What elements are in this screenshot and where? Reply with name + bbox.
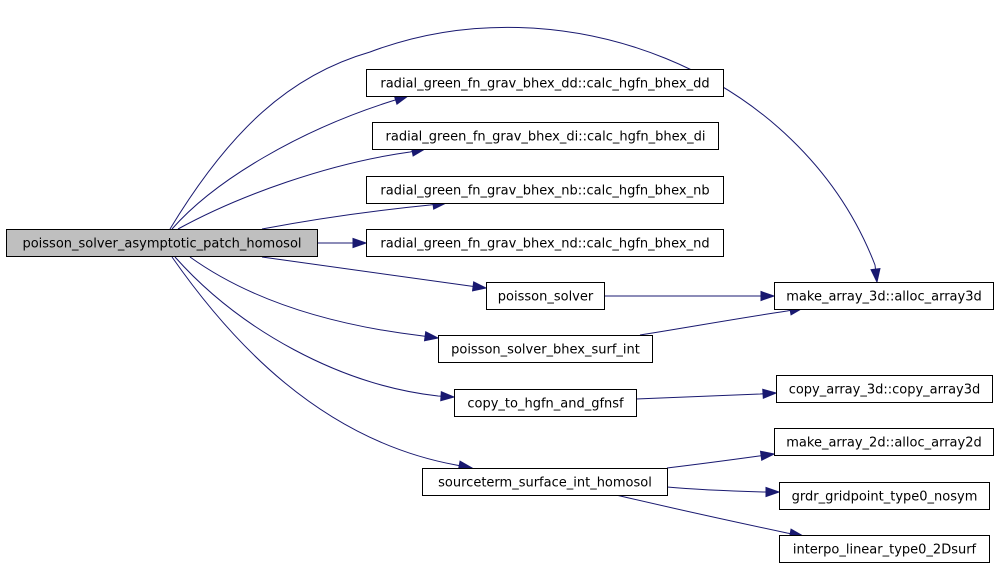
edge-arrowhead	[423, 331, 440, 342]
node-box[interactable]	[366, 69, 724, 97]
node-box[interactable]	[776, 375, 993, 403]
node-grdr[interactable]: grdr_gridpoint_type0_nosym	[779, 482, 990, 510]
node-box[interactable]	[774, 282, 994, 310]
edge-line	[177, 148, 426, 230]
node-label: make_array_2d::alloc_array2d	[786, 436, 981, 451]
edge-root-to-nb	[261, 199, 448, 230]
edge-root-to-ps	[261, 256, 488, 292]
node-ps[interactable]: poisson_solver	[486, 282, 605, 310]
edge-sth-to-a2d	[666, 450, 776, 469]
node-box[interactable]	[372, 122, 719, 150]
edge-cth-to-ca3	[635, 388, 778, 400]
edge-sth-to-ilin	[615, 494, 805, 539]
edge-line	[666, 486, 779, 493]
edge-root-to-nd	[318, 237, 368, 249]
node-nd[interactable]: radial_green_fn_grav_bhex_nd::calc_hgfn_…	[366, 229, 724, 257]
node-label: radial_green_fn_grav_bhex_dd::calc_hgfn_…	[380, 77, 709, 92]
edge-root-to-cth	[174, 256, 456, 402]
edge-line	[639, 307, 804, 336]
edge-root-to-pbs	[189, 256, 440, 342]
node-sth[interactable]: sourceterm_surface_int_homosol	[422, 468, 668, 496]
node-label: poisson_solver_asymptotic_patch_homosol	[22, 237, 301, 252]
edge-sth-to-grdr	[666, 486, 781, 498]
node-box[interactable]	[779, 482, 990, 510]
nodes-layer: poisson_solver_asymptotic_patch_homosol r…	[6, 69, 994, 563]
node-box[interactable]	[454, 389, 637, 417]
edge-line	[171, 256, 473, 469]
node-ilin[interactable]: interpo_linear_type0_2Dsurf	[779, 535, 990, 563]
node-label: radial_green_fn_grav_bhex_di::calc_hgfn_…	[386, 130, 706, 145]
edge-arrowhead	[765, 486, 781, 498]
node-label: radial_green_fn_grav_bhex_nb::calc_hgfn_…	[380, 184, 709, 199]
edge-line	[261, 256, 487, 289]
node-ca3[interactable]: copy_array_3d::copy_array3d	[776, 375, 993, 403]
edge-line	[171, 95, 409, 230]
node-label: poisson_solver	[498, 290, 594, 305]
edge-root-to-dd	[171, 95, 410, 230]
edge-line	[615, 494, 804, 537]
node-dd[interactable]: radial_green_fn_grav_bhex_dd::calc_hgfn_…	[366, 69, 724, 97]
edge-arrowhead	[471, 281, 488, 292]
node-a2d[interactable]: make_array_2d::alloc_array2d	[774, 428, 994, 456]
edge-line	[169, 26, 878, 283]
node-root[interactable]: poisson_solver_asymptotic_patch_homosol	[6, 229, 318, 257]
node-label: grdr_gridpoint_type0_nosym	[792, 490, 978, 505]
node-di[interactable]: radial_green_fn_grav_bhex_di::calc_hgfn_…	[372, 122, 719, 150]
edge-arrowhead	[760, 290, 776, 302]
node-label: make_array_3d::alloc_array3d	[786, 290, 981, 305]
edge-ps-to-a3d	[604, 290, 776, 302]
node-label: copy_to_hgfn_and_gfnsf	[467, 397, 624, 412]
edge-arrowhead	[352, 237, 368, 249]
node-label: radial_green_fn_grav_bhex_nd::calc_hgfn_…	[380, 237, 709, 252]
node-box[interactable]	[486, 282, 605, 310]
edge-arrowhead	[759, 450, 776, 461]
edge-pbs-to-a3d	[639, 305, 805, 336]
node-label: sourceterm_surface_int_homosol	[438, 476, 652, 491]
node-label: copy_array_3d::copy_array3d	[789, 383, 981, 398]
edge-arrowhead	[440, 390, 456, 402]
node-nb[interactable]: radial_green_fn_grav_bhex_nb::calc_hgfn_…	[366, 176, 724, 204]
node-cth[interactable]: copy_to_hgfn_and_gfnsf	[454, 389, 637, 417]
edge-line	[635, 392, 777, 400]
node-label: interpo_linear_type0_2Dsurf	[793, 543, 977, 558]
edge-root-to-a3d	[169, 26, 881, 284]
node-box[interactable]	[366, 229, 724, 257]
node-a3d[interactable]: make_array_3d::alloc_array3d	[774, 282, 994, 310]
edge-line	[261, 202, 447, 230]
edge-arrowhead	[762, 388, 778, 400]
node-pbs[interactable]: poisson_solver_bhex_surf_int	[438, 335, 653, 363]
node-box[interactable]	[779, 535, 990, 563]
edge-line	[189, 256, 439, 339]
node-label: poisson_solver_bhex_surf_int	[451, 343, 640, 358]
node-box[interactable]	[422, 468, 668, 496]
node-box[interactable]	[774, 428, 994, 456]
edge-line	[666, 453, 775, 469]
node-box[interactable]	[438, 335, 653, 363]
node-box[interactable]	[366, 176, 724, 204]
edge-arrowhead	[870, 267, 881, 284]
edge-line	[174, 256, 455, 398]
node-box[interactable]	[6, 229, 318, 257]
